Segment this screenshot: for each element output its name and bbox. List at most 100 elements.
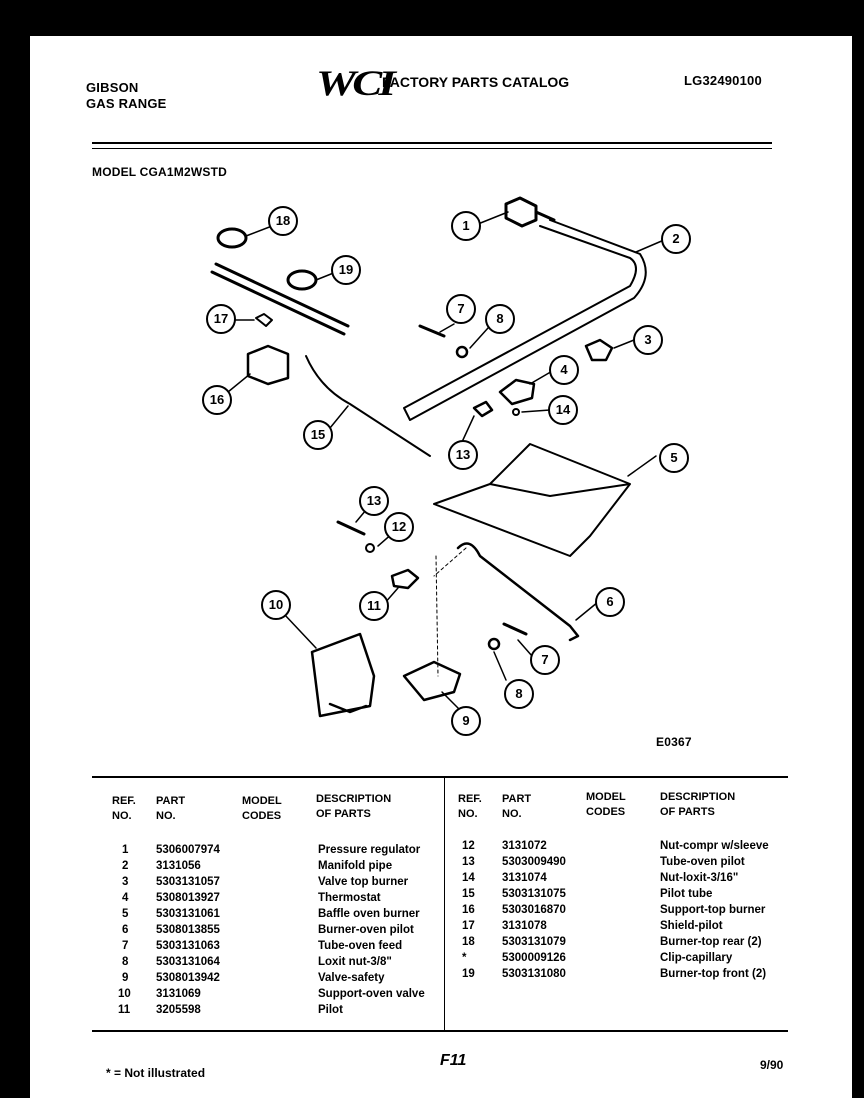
pilot-lower [390, 568, 420, 590]
baffle-oven-burner [433, 443, 631, 557]
shield-pilot [255, 313, 273, 327]
table-row: 11 3205598 Pilot [118, 1004, 343, 1016]
table-bottom-rule [92, 1030, 788, 1032]
tube-oven-feed-small [418, 324, 446, 338]
table-row: * 5300009126 Clip-capillary [462, 952, 733, 964]
table-row: 4 5308013927 Thermostat [122, 892, 381, 904]
leader-16 [227, 373, 251, 393]
table-row: 15 5303131075 Pilot tube [462, 888, 713, 900]
pressure-regulator [504, 196, 556, 228]
pilot-tube [305, 355, 431, 457]
col-ref-left: REF.NO. [112, 795, 136, 822]
page-number: F11 [440, 1052, 467, 1069]
valve-safety [402, 660, 462, 702]
table-row: 18 5303131079 Burner-top rear (2) [462, 936, 762, 948]
catalog-title: FACTORY PARTS CATALOG [382, 74, 570, 90]
table-row: 16 5303016870 Support-top burner [462, 904, 766, 916]
support-top-burner-bar [210, 262, 350, 336]
support-bracket [246, 344, 290, 386]
callout-2: 2 [661, 224, 691, 254]
callout-7b: 7 [530, 645, 560, 675]
table-row: 12 3131072 Nut-compr w/sleeve [462, 840, 769, 852]
callout-12b: 12 [384, 512, 414, 542]
callout-16: 16 [202, 385, 232, 415]
callout-7a: 7 [446, 294, 476, 324]
model-number: MODEL CGA1M2WSTD [92, 165, 227, 179]
table-row: 7 5303131063 Tube-oven feed [122, 940, 403, 952]
callout-4: 4 [549, 355, 579, 385]
loxit-nut-lower [487, 637, 501, 651]
col-ref-right: REF.NO. [458, 793, 482, 820]
callout-8a: 8 [485, 304, 515, 334]
callout-5: 5 [659, 443, 689, 473]
table-divider [444, 778, 445, 1030]
parts-diagram [210, 196, 665, 718]
manifold-pipe [403, 219, 647, 421]
product-type: GAS RANGE [86, 96, 167, 111]
table-row: 6 5308013855 Burner-oven pilot [122, 924, 414, 936]
valve-top-burner [584, 338, 614, 362]
nut-loxit [512, 408, 520, 416]
loxit-nut-small [455, 345, 469, 359]
table-row: 1 5306007974 Pressure regulator [122, 844, 421, 856]
callout-14: 14 [548, 395, 578, 425]
table-row: 2 3131056 Manifold pipe [122, 860, 393, 872]
callout-18: 18 [268, 206, 298, 236]
leader-1 [477, 211, 509, 225]
callout-10: 10 [261, 590, 291, 620]
tube-oven-pilot-fitting [472, 400, 494, 418]
burner-top-rear [216, 227, 248, 249]
callout-6: 6 [595, 587, 625, 617]
callout-11: 11 [359, 591, 389, 621]
wci-logo: WCI [316, 63, 396, 103]
table-row: 10 3131069 Support-oven valve [118, 988, 425, 1000]
tube-oven-pilot-lower [336, 520, 366, 536]
table-row: 3 5303131057 Valve top burner [122, 876, 409, 888]
leader-14 [521, 409, 551, 413]
table-row: 9 5308013942 Valve-safety [122, 972, 385, 984]
nut-compr-lower [365, 543, 375, 553]
callout-8b: 8 [504, 679, 534, 709]
revision-date: 9/90 [760, 1058, 784, 1072]
leader-7b [517, 639, 533, 657]
leader-7a [439, 323, 455, 333]
callout-1: 1 [451, 211, 481, 241]
leader-15 [329, 405, 349, 429]
table-row: 17 3131078 Shield-pilot [462, 920, 723, 932]
thermostat [498, 378, 536, 406]
table-row: 5 5303131061 Baffle oven burner [122, 908, 420, 920]
diagram-code: E0367 [656, 735, 692, 749]
header-rule-thin [92, 148, 772, 149]
callout-15: 15 [303, 420, 333, 450]
callout-17: 17 [206, 304, 236, 334]
table-row: 19 5303131080 Burner-top front (2) [462, 968, 767, 980]
burner-top-front [286, 269, 318, 291]
catalog-page: GIBSON GAS RANGE WCI FACTORY PARTS CATAL… [30, 36, 852, 1098]
dashed-guide [433, 547, 467, 677]
brand: GIBSON [86, 80, 139, 95]
header-rule [92, 142, 772, 144]
callout-3: 3 [633, 325, 663, 355]
burner-oven-pilot [456, 542, 580, 642]
table-row: 14 3131074 Nut-loxit-3/16" [462, 872, 739, 884]
callout-13a: 13 [448, 440, 478, 470]
catalog-number: LG32490100 [684, 73, 762, 88]
leader-8a [469, 327, 489, 349]
leader-6 [575, 601, 599, 621]
leader-13a [461, 415, 475, 443]
table-row: 13 5303009490 Tube-oven pilot [462, 856, 745, 868]
leader-2 [635, 239, 665, 253]
support-oven-valve [310, 632, 376, 718]
leader-10 [283, 613, 317, 649]
tube-oven-feed-lower [502, 622, 528, 636]
callout-19: 19 [331, 255, 361, 285]
leader-18 [245, 225, 273, 237]
callout-13b: 13 [359, 486, 389, 516]
leader-3 [613, 339, 635, 349]
leader-5 [627, 455, 657, 477]
